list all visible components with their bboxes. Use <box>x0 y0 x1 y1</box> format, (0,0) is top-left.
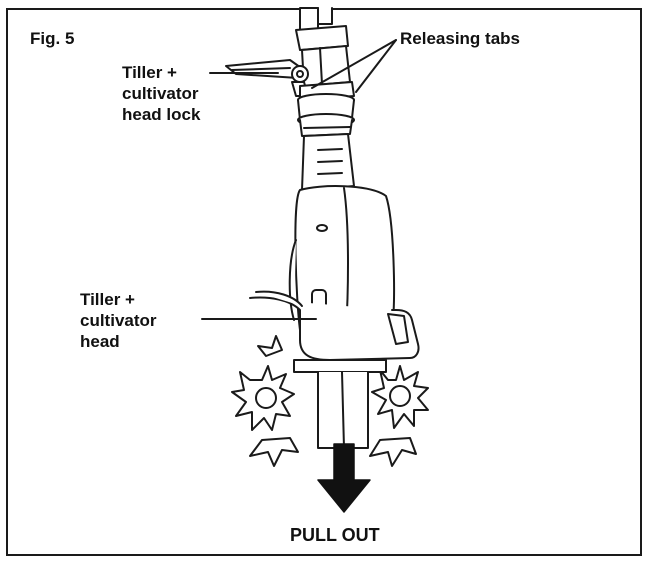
head-label: Tiller + cultivator head <box>80 289 157 352</box>
releasing-tabs-label: Releasing tabs <box>400 29 520 48</box>
motor-housing <box>288 185 395 331</box>
tine-guard <box>249 290 420 361</box>
head-lock-label-line: Tiller + <box>122 63 177 82</box>
tines-left <box>231 335 299 467</box>
head-lock-label-line: cultivator <box>122 84 199 103</box>
head-label-line: head <box>80 332 120 351</box>
head-lock-lever <box>225 59 309 97</box>
leader-releasing-tab-1 <box>311 39 397 89</box>
head-label-line: Tiller + <box>80 290 135 309</box>
pull-out-label: PULL OUT <box>290 525 380 545</box>
figure-title: Fig. 5 <box>30 29 75 48</box>
leader-releasing-tab-2 <box>355 39 397 93</box>
releasing-tabs <box>297 81 355 137</box>
head-lock-label: Tiller + cultivator head lock <box>122 62 200 125</box>
handle-shaft <box>295 7 351 87</box>
pull-out-arrow <box>317 443 371 513</box>
head-label-line: cultivator <box>80 311 157 330</box>
tines-right <box>369 365 429 467</box>
head-lock-label-line: head lock <box>122 105 201 124</box>
main-tube <box>301 133 355 191</box>
tine-shaft <box>293 359 387 449</box>
